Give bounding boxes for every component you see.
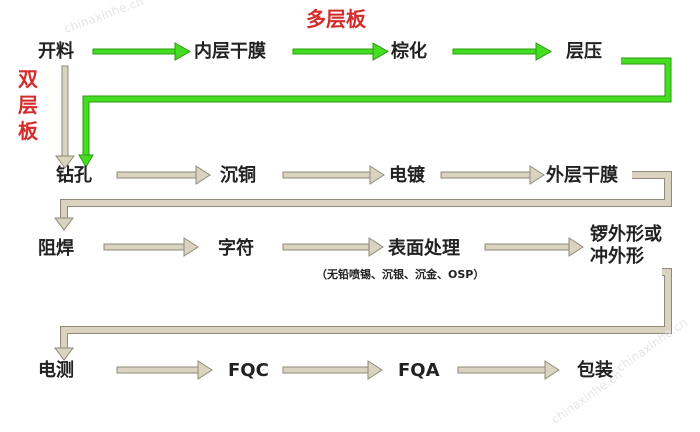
step-surface-finish: 表面处理 <box>388 238 460 259</box>
double-layer-char-2: 层 <box>18 93 38 117</box>
step-lamination: 层压 <box>566 41 602 62</box>
beige-return-outer-film-to-solder-mask <box>54 171 672 231</box>
step-routing-line-1: 锣外形或 <box>590 224 662 245</box>
step-routing: 锣外形或 冲外形 <box>590 224 662 268</box>
step-outer-film: 外层干膜 <box>546 165 618 186</box>
step-inner-film: 内层干膜 <box>194 41 266 62</box>
green-arrow-brown-oxide-to-lamination <box>452 42 553 61</box>
step-brown-oxide: 棕化 <box>391 41 427 62</box>
beige-arrow-pth-to-plating <box>282 165 385 185</box>
step-e-test: 电测 <box>38 360 74 381</box>
double-layer-label: 双 层 板 <box>18 68 42 142</box>
surface-finish-note: （无铅喷锡、沉银、沉金、OSP） <box>316 268 485 281</box>
step-routing-line-2: 冲外形 <box>590 246 644 267</box>
double-layer-char-3: 板 <box>18 119 38 143</box>
beige-arrow-solder-mask-to-legend <box>103 237 199 257</box>
step-cutting: 开料 <box>38 41 74 62</box>
step-pth: 沉铜 <box>220 165 256 186</box>
step-drilling: 钻孔 <box>56 165 92 186</box>
double-layer-char-1: 双 <box>18 67 38 91</box>
step-legend: 字符 <box>218 238 254 259</box>
beige-arrow-legend-to-surface-finish <box>282 237 384 257</box>
green-arrow-cutting-to-inner-film <box>92 42 192 61</box>
step-fqc: FQC <box>228 360 269 381</box>
green-return-lamination-to-drilling <box>78 57 672 168</box>
beige-arrow-drilling-to-pth <box>116 165 211 185</box>
step-plating: 电镀 <box>389 165 425 186</box>
beige-arrow-fqc-to-fqa <box>282 360 383 380</box>
beige-return-routing-to-e-test <box>54 268 672 361</box>
beige-arrow-fqa-to-packing <box>457 360 560 380</box>
beige-arrow-plating-to-outer-film <box>440 165 545 185</box>
step-packing: 包装 <box>577 360 613 381</box>
step-solder-mask: 阻焊 <box>38 238 74 259</box>
beige-arrow-surface-finish-to-routing <box>484 237 584 257</box>
beige-arrow-cutting-to-drilling <box>55 65 75 169</box>
green-arrow-inner-film-to-brown-oxide <box>292 42 390 61</box>
multilayer-label: 多层板 <box>306 7 366 31</box>
step-fqa: FQA <box>398 360 440 381</box>
beige-arrow-e-test-to-fqc <box>116 360 213 380</box>
